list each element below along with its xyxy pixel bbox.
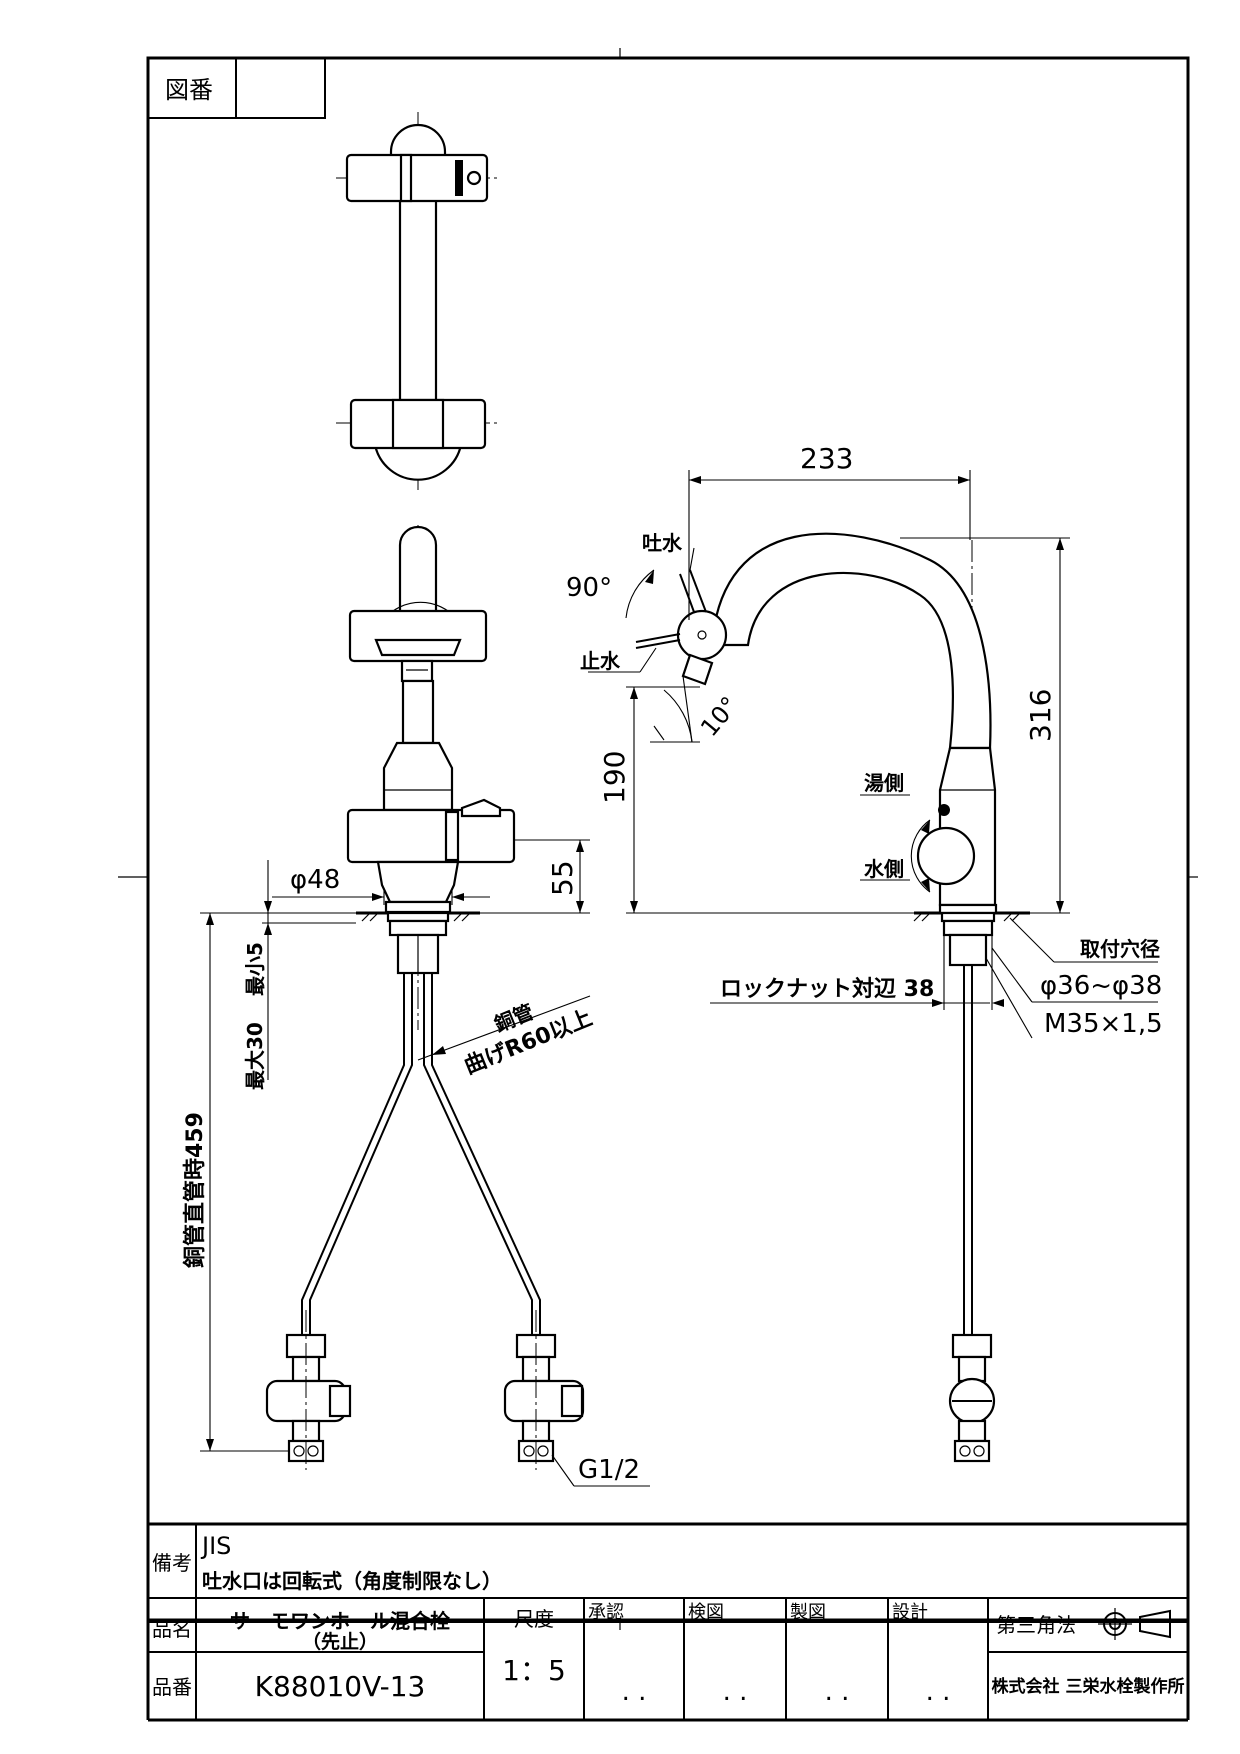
remarks-label: 備考 xyxy=(152,1551,192,1575)
dim-mount-hole-range: φ36~φ38 xyxy=(1040,971,1162,1001)
drafting-date: . . xyxy=(825,1677,850,1707)
dim-mount-thread: M35×1,5 xyxy=(1044,1009,1163,1039)
angle-tilt: 10° xyxy=(695,691,744,742)
dim-lock-nut: ロックナット対辺 38 xyxy=(720,977,934,1002)
callout-outlet-water: 吐水 xyxy=(642,531,683,555)
drawing-border xyxy=(146,56,1190,1622)
top-view xyxy=(336,112,498,490)
approval-date: . . xyxy=(622,1677,647,1707)
dim-mount-hole-label: 取付穴径 xyxy=(1080,937,1160,961)
design-date: . . xyxy=(926,1677,951,1707)
product-name-line-1: サーモワンホール混合栓 xyxy=(230,1609,450,1633)
dim-spout-height: 316 xyxy=(1024,689,1057,742)
check-label: 検図 xyxy=(688,1602,724,1623)
product-code: K88010V-13 xyxy=(255,1670,426,1703)
front-view xyxy=(265,525,585,1470)
dim-pipe-length: 銅管直管時459 xyxy=(182,1112,208,1268)
remarks-line-2: 吐水口は回転式（角度制限なし） xyxy=(202,1569,502,1593)
drawing-number-label: 図番 xyxy=(165,76,213,104)
approval-label: 承認 xyxy=(588,1602,624,1623)
front-view-dimensions xyxy=(200,839,650,1487)
dim-counter-min: 最小5 xyxy=(243,942,267,996)
dim-connection-thread: G1/2 xyxy=(578,1455,640,1485)
projection-label: 第三角法 xyxy=(996,1613,1076,1637)
dim-body-diameter: φ48 xyxy=(290,865,340,895)
scale-value: 1：5 xyxy=(502,1654,566,1687)
side-view xyxy=(635,532,1030,1463)
product-code-label: 品番 xyxy=(152,1675,192,1699)
drafting-label: 製図 xyxy=(790,1602,826,1623)
dim-body-height: 55 xyxy=(546,860,579,896)
callout-hot-side: 湯側 xyxy=(864,771,904,795)
callout-cold-side: 水側 xyxy=(864,857,904,881)
remarks-line-1: JIS xyxy=(200,1532,231,1560)
design-label: 設計 xyxy=(892,1602,928,1623)
callout-stop-water: 止水 xyxy=(580,649,621,673)
check-date: . . xyxy=(723,1677,748,1707)
scale-label: 尺度 xyxy=(514,1607,554,1631)
side-view-dimensions xyxy=(588,470,1158,1039)
dim-outlet-height: 190 xyxy=(598,751,631,804)
angle-rotation: 90° xyxy=(566,573,612,603)
product-name-line-2: （先止） xyxy=(302,1630,378,1653)
product-name-label: 品名 xyxy=(152,1617,192,1641)
dim-counter-max: 最大30 xyxy=(243,1022,267,1090)
company-name: 株式会社 三栄水栓製作所 xyxy=(992,1676,1185,1697)
title-block xyxy=(146,1522,1190,1722)
dim-spout-reach: 233 xyxy=(800,442,853,475)
